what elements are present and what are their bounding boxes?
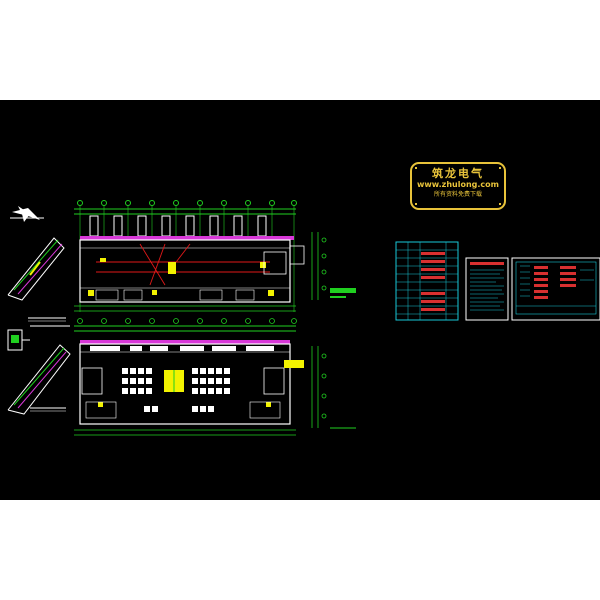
building-outline-2: [79, 343, 291, 425]
second-floor-lighting-plan: [74, 318, 356, 436]
seating-blocks-2: [122, 368, 230, 412]
stair-detail-icon: [7, 329, 30, 351]
distribution-schedule-b: [511, 257, 600, 321]
grid-lines-1: [79, 206, 295, 312]
roof-band-1: [80, 236, 294, 240]
north-arrow-icon: [10, 206, 44, 222]
first-floor-lighting-plan: [30, 200, 327, 327]
top-rooms-2: [90, 346, 274, 351]
stair-section-lower: [7, 344, 71, 415]
watermark-url: www.zhulong.com: [416, 180, 500, 189]
roof-bays-1: [89, 215, 267, 237]
power-circuits-1: [96, 243, 270, 286]
drawing-area: [0, 100, 600, 500]
light-fixtures-2: [98, 360, 304, 407]
watermark-title: 筑龙电气: [432, 167, 484, 180]
rooms-bottom-1: [95, 289, 255, 301]
light-fixtures-1: [88, 258, 274, 296]
distribution-schedule-a: [395, 241, 459, 321]
grid-bubbles-top-2: [77, 318, 297, 324]
design-notes: [465, 257, 509, 321]
legend-icon: [330, 288, 356, 298]
drawing-sheet-svg: [7, 200, 600, 436]
watermark-slogan: 所有资料免费下载: [433, 191, 482, 198]
watermark-logo: 筑龙电气 www.zhulong.com 所有资料免费下载: [410, 162, 506, 210]
side-dimension-2: [311, 346, 327, 428]
building-outline-1: [79, 239, 291, 303]
grid-bubbles-top-1: [77, 200, 297, 206]
stair-section-upper: [7, 237, 66, 322]
side-dimension-1: [311, 232, 327, 300]
